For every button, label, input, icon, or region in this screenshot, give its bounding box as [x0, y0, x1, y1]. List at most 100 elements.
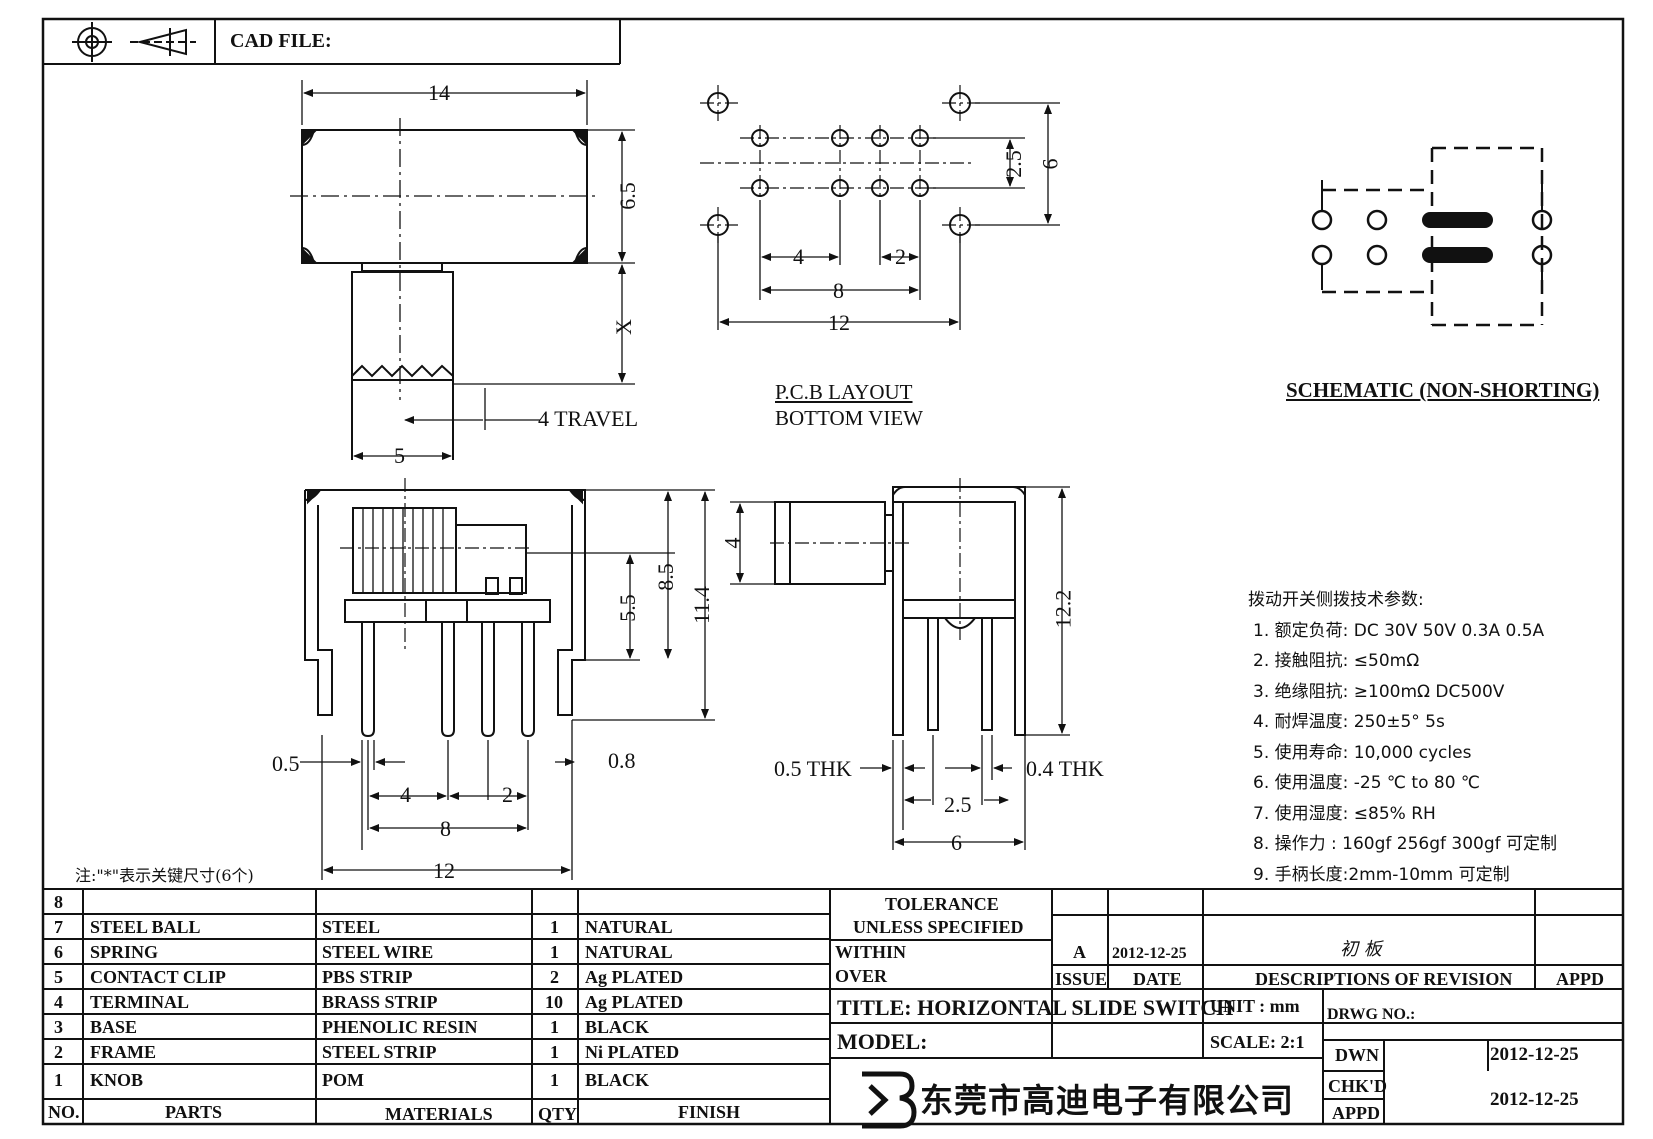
dim-side-04-thk: 0.4 THK	[1026, 756, 1104, 781]
spec-item: 4. 耐焊温度: 250±5° 5s	[1253, 712, 1445, 732]
spec-item: 5. 使用寿命: 10,000 cycles	[1253, 742, 1472, 763]
bom-no: 2	[54, 1042, 63, 1062]
dim-side-12-2: 12.2	[1050, 589, 1076, 629]
bom-no: 5	[54, 967, 63, 987]
company-name: 东莞市高迪电子有限公司	[920, 1081, 1294, 1120]
dim-pcb-2-5: 2.5	[1000, 150, 1026, 178]
bom-header-qty: QTY	[538, 1104, 578, 1124]
checked-date: 2012-12-25	[1490, 1089, 1579, 1110]
bom-part: STEEL BALL	[90, 917, 201, 937]
appd-header-label: APPD	[1556, 969, 1604, 989]
bom-material: STEEL STRIP	[322, 1042, 437, 1062]
dim-pcb-4: 4	[793, 244, 804, 269]
checked-by-label: CHK'D	[1328, 1076, 1388, 1096]
top-view	[290, 80, 635, 460]
bom-finish: Ni PLATED	[585, 1042, 680, 1062]
company-logo-icon	[862, 1071, 917, 1129]
drawn-by-label: DWN	[1335, 1045, 1379, 1065]
bom-material: STEEL WIRE	[322, 942, 434, 962]
pcb-layout-title: P.C.B LAYOUT	[775, 380, 913, 404]
dim-side-05-thk: 0.5 THK	[774, 756, 852, 781]
projection-symbol-icon	[72, 22, 196, 62]
dim-front-8-5: 8.5	[652, 563, 678, 591]
tolerance-label: TOLERANCE	[885, 894, 999, 914]
revision-letter: A	[1073, 942, 1086, 962]
dim-front-5-5: 5.5	[614, 594, 640, 622]
spec-item: 6. 使用温度: -25 ℃ to 80 ℃	[1253, 773, 1481, 793]
side-view	[730, 478, 1070, 850]
bom-no: 4	[54, 992, 63, 1012]
dim-top-width: 14	[428, 80, 450, 105]
bom-finish: Ag PLATED	[585, 967, 684, 987]
bom-qty: 1	[550, 1070, 559, 1090]
bom-header-finish: FINISH	[678, 1102, 741, 1122]
bom-qty: 1	[550, 942, 559, 962]
pcb-layout-view	[700, 85, 1060, 330]
dim-side-2-5: 2.5	[944, 792, 972, 817]
bom-part: FRAME	[90, 1042, 156, 1062]
unit-label: UNIT : mm	[1210, 996, 1300, 1016]
spec-list: 拨动开关侧拨技术参数: 1. 额定负荷: DC 30V 50V 0.3A 0.5…	[1248, 585, 1557, 890]
dim-pcb-6: 6	[1037, 158, 1063, 170]
dim-pcb-12: 12	[828, 310, 850, 335]
bom-no: 6	[54, 942, 63, 962]
bom-header-no: NO.	[48, 1102, 80, 1122]
drawn-date: 2012-12-25	[1490, 1044, 1579, 1065]
descriptions-of-revision-label: DESCRIPTIONS OF REVISION	[1255, 969, 1513, 989]
revision-description: 初 板	[1340, 939, 1382, 960]
bom-header-parts: PARTS	[165, 1102, 223, 1122]
bom-part: SPRING	[90, 942, 159, 962]
within-label: WITHIN	[835, 942, 907, 962]
bom-material: POM	[322, 1070, 364, 1090]
bom-qty: 1	[550, 1017, 559, 1037]
dim-front-0-8: 0.8	[608, 748, 636, 773]
spec-title: 拨动开关侧拨技术参数:	[1248, 590, 1424, 610]
bom-material: PBS STRIP	[322, 967, 413, 987]
dim-front-11-4: 11.4	[688, 586, 714, 624]
spec-item: 7. 使用湿度: ≤85% RH	[1253, 803, 1436, 824]
bom-no: 3	[54, 1017, 63, 1037]
bom-finish: BLACK	[585, 1017, 650, 1037]
bom-no: 8	[54, 892, 63, 912]
dim-handle-x: X	[610, 319, 636, 335]
dim-front-8: 8	[440, 816, 451, 841]
dim-travel: 4 TRAVEL	[538, 406, 639, 431]
issue-label: ISSUE	[1055, 969, 1108, 989]
dim-pcb-2: 2	[895, 244, 906, 269]
bom-qty: 1	[550, 1042, 559, 1062]
bom-qty: 1	[550, 917, 559, 937]
date-label: DATE	[1133, 969, 1182, 989]
bom-material: BRASS STRIP	[322, 992, 438, 1012]
bom-part: KNOB	[90, 1070, 144, 1090]
spec-item: 3. 绝缘阻抗: ≥100mΩ DC500V	[1253, 681, 1505, 702]
dim-front-12: 12	[433, 858, 455, 883]
bom-material: STEEL	[322, 917, 381, 937]
dim-top-height: 6.5	[614, 182, 640, 210]
dim-side-6: 6	[951, 830, 962, 855]
bom-part: TERMINAL	[90, 992, 190, 1012]
bom-part: CONTACT CLIP	[90, 967, 226, 987]
dim-handle-width: 5	[394, 443, 405, 468]
bom-finish: NATURAL	[585, 917, 673, 937]
dim-side-4: 4	[719, 537, 745, 549]
sheet-border	[41, 17, 1625, 1126]
model-label: MODEL:	[837, 1029, 928, 1054]
schematic-title: SCHEMATIC (NON-SHORTING)	[1286, 378, 1600, 402]
bom-part: BASE	[90, 1017, 138, 1037]
bom-finish: BLACK	[585, 1070, 650, 1090]
cad-file-label: CAD FILE:	[230, 30, 332, 52]
front-view	[300, 478, 715, 880]
bom-finish: Ag PLATED	[585, 992, 684, 1012]
unless-specified-label: UNLESS SPECIFIED	[853, 917, 1024, 937]
dim-front-2: 2	[502, 782, 513, 807]
bom-no: 1	[54, 1070, 63, 1090]
revision-date: 2012-12-25	[1112, 945, 1187, 962]
pcb-layout-subtitle: BOTTOM VIEW	[775, 406, 923, 430]
over-label: OVER	[835, 966, 888, 986]
bom-no: 7	[54, 917, 63, 937]
key-dimension-note: 注:"*"表示关键尺寸(6个)	[75, 866, 254, 885]
scale-label: SCALE: 2:1	[1210, 1032, 1305, 1052]
bom-table-grid	[43, 888, 1623, 1124]
schematic	[1311, 146, 1553, 327]
